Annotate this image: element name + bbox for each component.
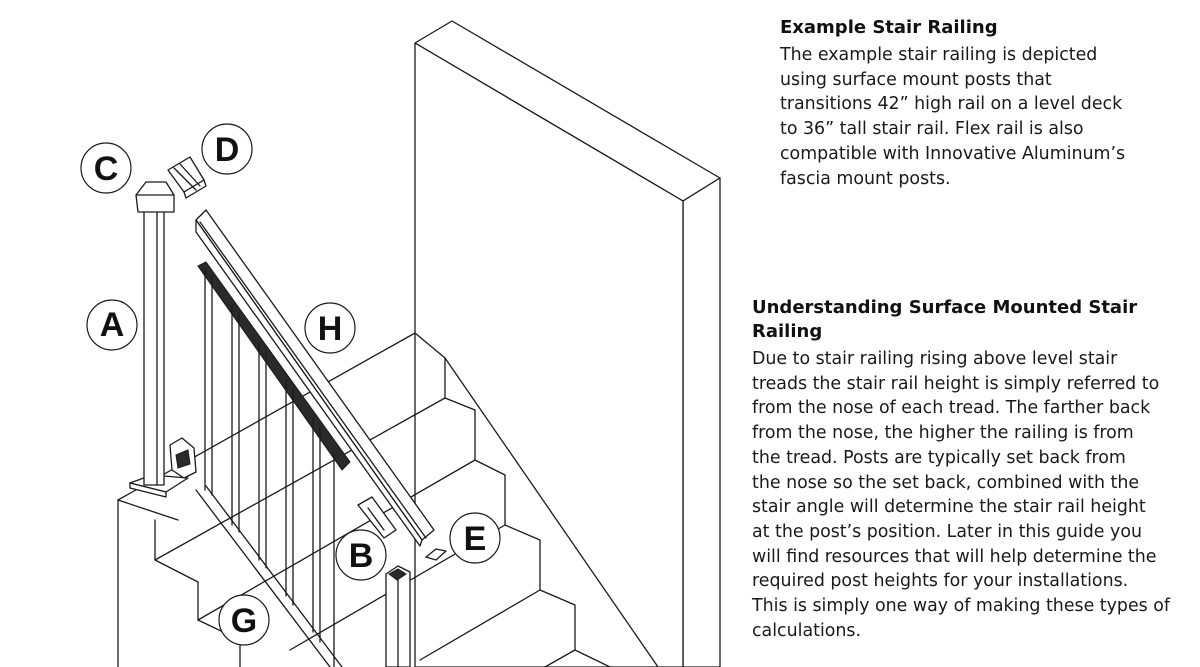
- callout-c: C: [80, 142, 132, 194]
- wall-panel: [414, 20, 721, 667]
- section-heading: Example Stair Railing: [780, 17, 998, 38]
- top-rail-h: [195, 209, 435, 547]
- section-body: Due to stair railing rising above level …: [752, 349, 1171, 641]
- baluster-panel-g: [195, 261, 351, 667]
- bracket-d: [167, 156, 207, 199]
- callout-e-label: E: [464, 520, 487, 558]
- balusters: [204, 269, 335, 667]
- callout-h: H: [304, 302, 356, 354]
- callout-d-label: D: [215, 131, 240, 169]
- example-stair-railing-section: Example Stair Railing The example stair …: [780, 16, 1190, 191]
- callout-a-label: A: [100, 306, 125, 344]
- post-b: [357, 496, 411, 667]
- callout-g: G: [218, 594, 270, 646]
- stair-railing-diagram: A B C D E G H: [80, 20, 721, 667]
- section-body: The example stair railing is depicted us…: [780, 45, 1126, 189]
- stair-bracket: [169, 437, 197, 479]
- callout-h-label: H: [318, 310, 343, 348]
- callout-c-label: C: [94, 150, 119, 188]
- callout-b: B: [335, 529, 387, 581]
- callout-b-label: B: [349, 537, 374, 575]
- understanding-surface-mounted-section: Understanding Surface Mounted Stair Rail…: [752, 296, 1192, 643]
- callout-a: A: [86, 299, 138, 351]
- callout-g-label: G: [231, 602, 257, 640]
- post-a: [129, 181, 189, 498]
- callout-e: E: [449, 512, 501, 564]
- staircase: [117, 332, 659, 667]
- part-e: [425, 548, 447, 561]
- section-heading: Understanding Surface Mounted Stair Rail…: [752, 297, 1138, 342]
- callout-d: D: [201, 123, 253, 175]
